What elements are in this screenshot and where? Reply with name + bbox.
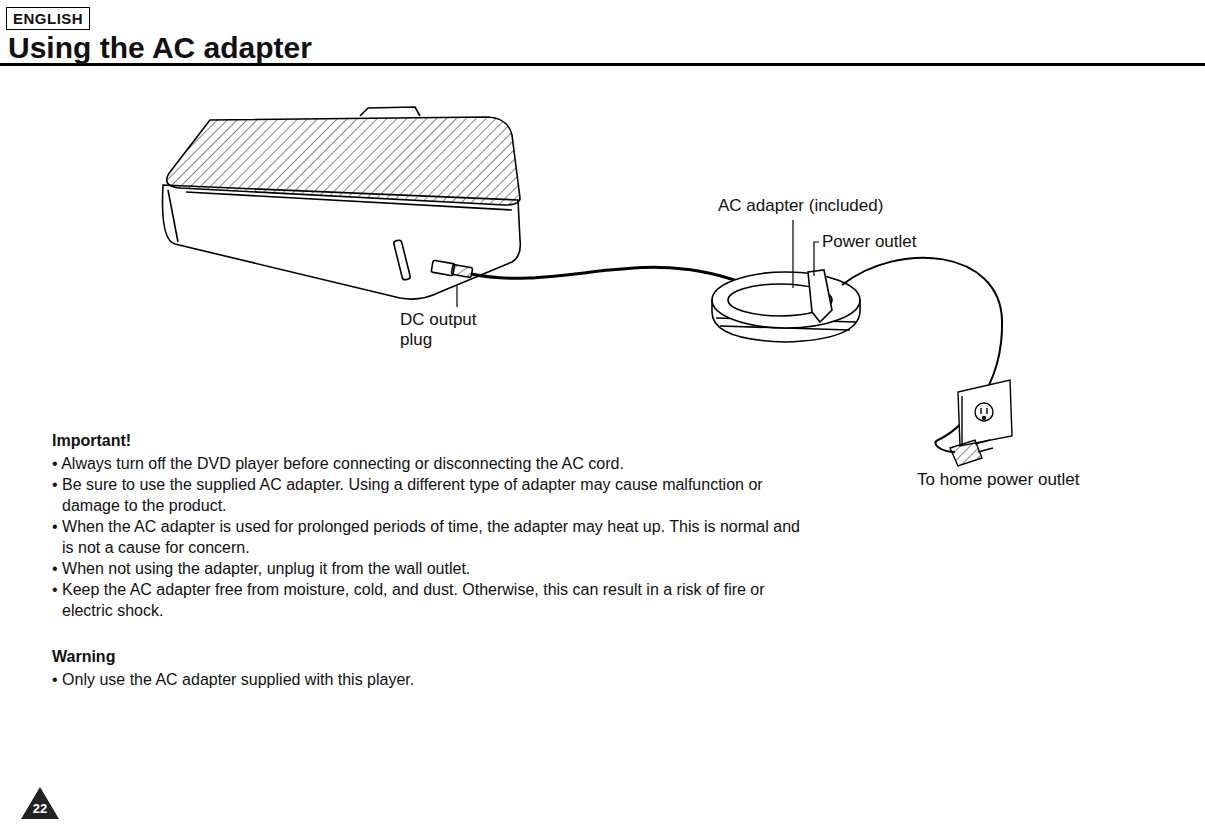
page-number: 22	[20, 786, 60, 820]
note-bullet: • Only use the AC adapter supplied with …	[52, 669, 812, 690]
part-label: AC adapter (included)	[718, 196, 883, 216]
part-label: DC output plug	[400, 310, 490, 350]
triangle-outline	[21, 787, 59, 819]
dvd-player	[163, 107, 521, 299]
note-bullet: • Keep the AC adapter free from moisture…	[52, 579, 812, 621]
language-tab: ENGLISH	[6, 7, 90, 30]
node-text: ENGLISH	[13, 10, 83, 27]
note-bullet: • Always turn off the DVD player before …	[52, 453, 812, 474]
note-bullet: • When the AC adapter is used for prolon…	[52, 516, 812, 558]
note-bullet: • When not using the adapter, unplug it …	[52, 558, 812, 579]
leader-lines	[457, 220, 819, 307]
wall-outlet	[950, 380, 1012, 466]
note-heading: Important!	[52, 430, 812, 451]
node-text: 22	[20, 786, 60, 816]
note-heading: Warning	[52, 646, 812, 667]
important-notes: Important!• Always turn off the DVD play…	[52, 430, 812, 621]
part-label: To home power outlet	[917, 470, 1080, 490]
dc-cable	[471, 267, 740, 282]
warning-notes: Warning• Only use the AC adapter supplie…	[52, 646, 812, 690]
note-bullet: • Be sure to use the supplied AC adapter…	[52, 474, 812, 516]
ac-adapter	[712, 270, 860, 342]
part-label: Power outlet	[822, 232, 917, 252]
page-title: Using the AC adapter	[8, 31, 312, 65]
